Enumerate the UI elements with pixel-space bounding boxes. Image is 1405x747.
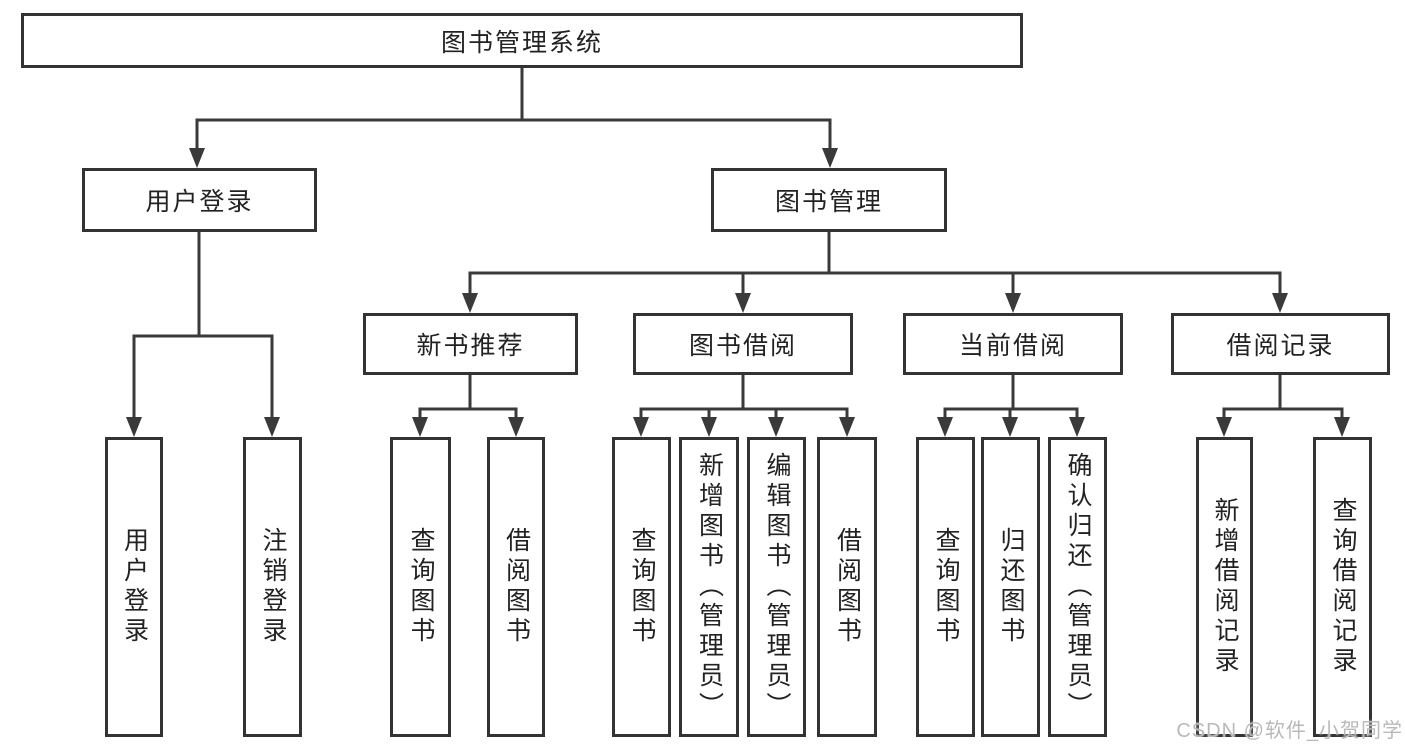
connector-records-to-leaves <box>1216 373 1350 437</box>
arrowhead-icon <box>735 293 751 313</box>
csdn-watermark: CSDN @软件_小贺同学 <box>1176 720 1403 742</box>
node-leaf-query-books-recommend: 查询图书 <box>390 437 451 737</box>
node-leaf-add-books-admin: 新增图书（管理员） <box>679 437 739 737</box>
node-leaf-return-books: 归还图书 <box>981 437 1040 737</box>
leaf-label: 查询图书 <box>407 527 435 647</box>
connector-userlogin-to-leaves <box>126 230 280 437</box>
node-leaf-logout: 注销登录 <box>243 437 302 737</box>
leaf-label: 查询图书 <box>628 527 656 647</box>
arrowhead-icon <box>1069 417 1085 437</box>
node-user-login-branch: 用户登录 <box>82 168 317 232</box>
leaf-label: 查询借阅记录 <box>1329 497 1357 677</box>
leaf-label: 用户登录 <box>120 527 149 647</box>
arrowhead-icon <box>1216 417 1232 437</box>
connector-newbooks-to-leaves <box>412 373 524 437</box>
leaf-label: 新增图书（管理员） <box>695 452 724 722</box>
node-leaf-confirm-return-admin: 确认归还（管理员） <box>1048 437 1107 737</box>
arrowhead-icon <box>768 417 784 437</box>
node-leaf-query-books-current: 查询图书 <box>916 437 975 737</box>
node-root-system: 图书管理系统 <box>21 13 1023 68</box>
leaf-label: 借阅图书 <box>833 527 862 647</box>
leaf-label: 确认归还（管理员） <box>1064 452 1092 722</box>
arrowhead-icon <box>822 148 838 168</box>
node-leaf-edit-books-admin: 编辑图书（管理员） <box>747 437 806 737</box>
arrowhead-icon <box>189 148 205 168</box>
arrowhead-icon <box>937 417 953 437</box>
arrowhead-icon <box>412 417 428 437</box>
node-book-management-branch: 图书管理 <box>711 168 947 232</box>
node-book-borrowing: 图书借阅 <box>633 313 853 375</box>
leaf-label: 注销登录 <box>259 527 287 647</box>
leaf-label: 新增借阅记录 <box>1211 497 1239 677</box>
leaf-label: 归还图书 <box>997 527 1025 647</box>
node-new-book-recommend: 新书推荐 <box>363 313 578 375</box>
connector-bookmgmt-to-level2 <box>462 230 1288 313</box>
arrowhead-icon <box>1005 293 1021 313</box>
arrowhead-icon <box>839 417 855 437</box>
node-current-borrowing: 当前借阅 <box>903 313 1123 375</box>
arrowhead-icon <box>126 417 142 437</box>
arrowhead-icon <box>462 293 478 313</box>
arrowhead-icon <box>508 417 524 437</box>
node-leaf-borrow-books-recommend: 借阅图书 <box>487 437 545 737</box>
node-leaf-user-login: 用户登录 <box>105 437 163 737</box>
arrowhead-icon <box>1002 417 1018 437</box>
node-leaf-query-borrow-record: 查询借阅记录 <box>1313 437 1372 737</box>
connector-root-to-level1 <box>189 66 838 168</box>
arrowhead-icon <box>264 417 280 437</box>
node-leaf-query-books-borrow: 查询图书 <box>612 437 671 737</box>
arrowhead-icon <box>1272 293 1288 313</box>
connector-borrow-to-leaves <box>633 373 855 437</box>
leaf-label: 编辑图书（管理员） <box>763 452 791 722</box>
node-leaf-borrow-books: 借阅图书 <box>817 437 877 737</box>
arrowhead-icon <box>1334 417 1350 437</box>
leaf-label: 查询图书 <box>932 527 960 647</box>
connector-current-to-leaves <box>937 373 1085 437</box>
node-leaf-add-borrow-record: 新增借阅记录 <box>1196 437 1253 737</box>
arrowhead-icon <box>701 417 717 437</box>
node-borrowing-records: 借阅记录 <box>1171 313 1390 375</box>
arrowhead-icon <box>633 417 649 437</box>
leaf-label: 借阅图书 <box>502 527 531 647</box>
